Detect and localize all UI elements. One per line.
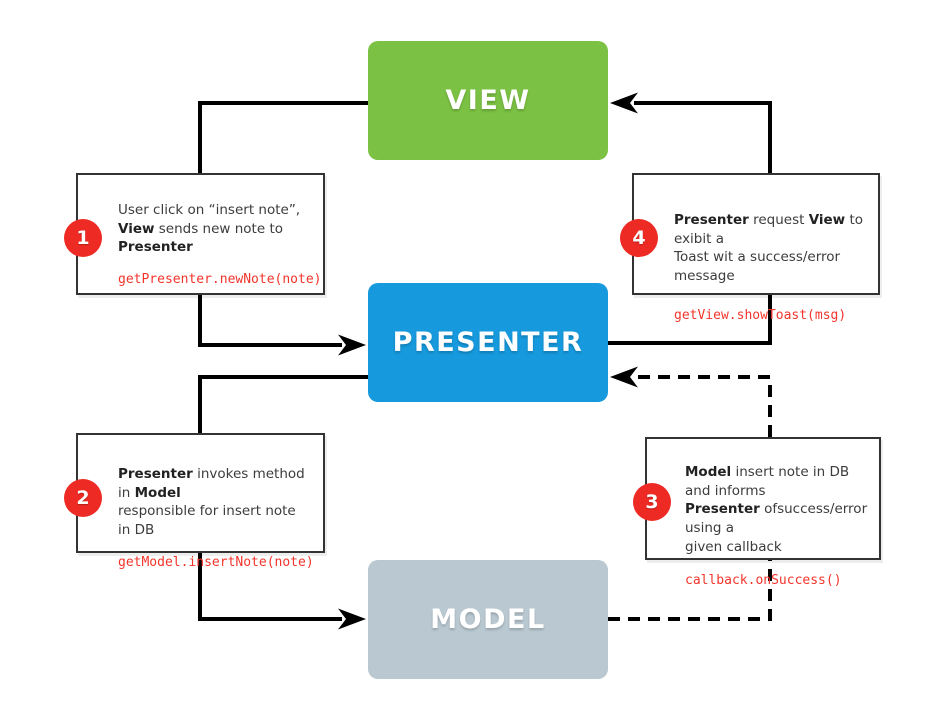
note-2-text: Presenter invokes method in Model respon…: [118, 466, 305, 538]
note-box-1: 1 User click on “insert note”, View send…: [64, 173, 325, 295]
arrow-model-to-note3-dashed: [608, 560, 772, 621]
step-badge-3: 3: [633, 483, 671, 521]
presenter-label: PRESENTER: [392, 327, 584, 358]
model-label: MODEL: [430, 604, 546, 635]
note-box-3: 3 Model insert note in DB and informs Pr…: [633, 437, 881, 588]
note-1-text: User click on “insert note”, View sends …: [118, 202, 301, 256]
model-box: MODEL: [368, 560, 608, 679]
note-2-code: getModel.insertNote(note): [118, 554, 314, 570]
note-3-code: callback.onSuccess(): [685, 573, 842, 589]
step-badge-1: 1: [64, 219, 102, 257]
step-badge-4: 4: [620, 219, 658, 257]
arrow-view-to-note1: [198, 101, 368, 173]
arrow-note3-to-presenter-dashed: [610, 366, 772, 437]
step-badge-2: 2: [64, 479, 102, 517]
note-box-4: 4 Presenter request View to exibit a Toa…: [620, 173, 880, 323]
arrow-note4-to-view: [610, 92, 772, 173]
presenter-box: PRESENTER: [368, 283, 608, 402]
note-box-2: 2 Presenter invokes method in Model resp…: [64, 433, 325, 570]
note-1-code: getPresenter.newNote(note): [118, 271, 322, 287]
arrow-presenter-to-note2: [198, 375, 368, 433]
note-4-code: getView.showToast(msg): [674, 307, 847, 323]
arrow-note1-to-presenter: [198, 295, 366, 356]
note-3-text: Model insert note in DB and informs Pres…: [685, 464, 868, 555]
view-box: VIEW: [368, 41, 608, 160]
note-4-text: Presenter request View to exibit a Toast…: [674, 212, 864, 284]
view-label: VIEW: [445, 85, 531, 116]
